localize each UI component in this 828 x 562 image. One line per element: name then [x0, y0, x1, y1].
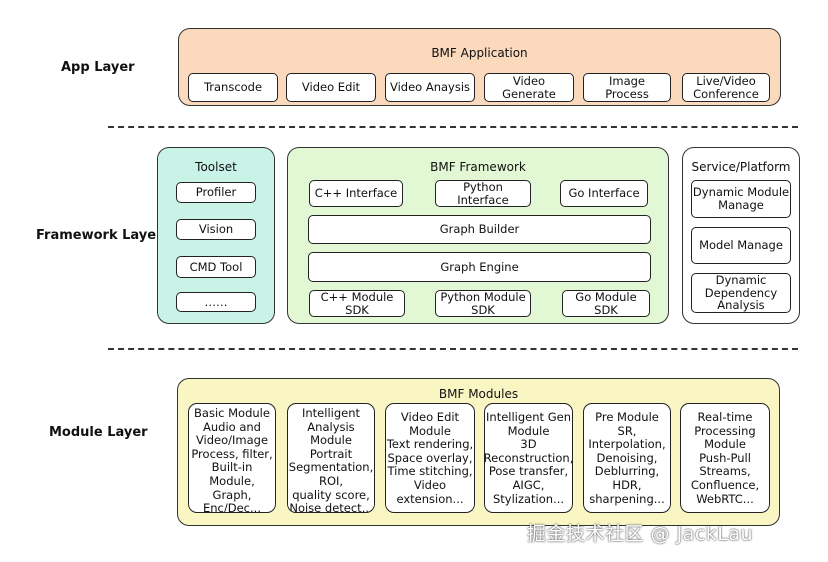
layer-divider-2: [108, 348, 798, 350]
python-interface-box: Python Interface: [435, 180, 531, 207]
module-line: Push-Pull: [699, 450, 751, 465]
app-layer-label: App Layer: [61, 60, 135, 75]
toolset-item-more: ……: [176, 292, 256, 312]
pre-module-card: Pre Module SR, Interpolation, Denoising,…: [583, 403, 671, 513]
module-line: Processing: [694, 423, 756, 438]
module-line: Time stitching,: [387, 464, 473, 479]
module-line: Module: [409, 423, 451, 438]
module-line: Module: [507, 423, 550, 438]
module-line: HDR,: [612, 477, 642, 492]
module-line: Process, filter,: [191, 446, 273, 461]
module-line: Pre Module: [595, 410, 659, 424]
dynamic-dependency-analysis-box: Dynamic Dependency Analysis: [691, 273, 791, 313]
module-line: ROI,: [318, 473, 344, 488]
module-line: Confluence,: [690, 477, 760, 492]
modules-panel-title: BMF Modules: [438, 387, 519, 401]
module-line: Module: [704, 437, 746, 452]
graph-engine-box: Graph Engine: [308, 252, 651, 282]
app-item-live-video-conference: Live/Video Conference: [682, 73, 770, 102]
realtime-processing-module-card: Real-time Processing Module Push-Pull St…: [680, 403, 770, 513]
module-line: SR,: [617, 423, 637, 438]
intelligent-analysis-module-card: Intelligent Analysis Module Portrait Seg…: [287, 403, 375, 513]
model-manage-box: Model Manage: [691, 227, 791, 264]
module-line: Reconstruction,: [484, 450, 573, 465]
module-line: Intelligent: [301, 406, 361, 420]
modules-panel: BMF Modules: [177, 378, 780, 526]
module-line: Interpolation,: [588, 437, 666, 452]
app-item-video-generate: Video Generate: [484, 73, 574, 102]
module-line: Video/Image: [195, 433, 269, 448]
app-item-video-edit: Video Edit: [286, 73, 376, 102]
module-layer-label: Module Layer: [49, 425, 148, 440]
module-line: extension...: [396, 491, 464, 506]
cpp-interface-box: C++ Interface: [309, 180, 403, 207]
go-interface-box: Go Interface: [560, 180, 648, 207]
module-line: Text rendering,: [386, 437, 474, 452]
module-line: Space overlay,: [387, 450, 473, 465]
app-panel-title: BMF Application: [431, 46, 528, 60]
framework-panel-title: BMF Framework: [430, 160, 526, 174]
toolset-item-cmd-tool: CMD Tool: [176, 256, 256, 278]
module-line: Pose transfer,: [488, 464, 569, 479]
app-panel: BMF Application: [178, 28, 781, 106]
module-line: Built-in: [211, 460, 253, 475]
module-line: 3D: [520, 437, 537, 452]
python-module-sdk-box: Python Module SDK: [435, 290, 531, 317]
framework-layer-label: Framework Layer: [36, 228, 163, 243]
module-line: Noise detect...: [289, 501, 373, 513]
app-item-image-process: Image Process: [583, 73, 671, 102]
module-line: Segmentation,: [288, 460, 374, 475]
module-line: Enc/Dec...: [203, 501, 261, 513]
module-line: WebRTC...: [696, 491, 754, 506]
module-line: quality score,: [292, 487, 370, 502]
module-line: Basic Module: [194, 406, 270, 420]
module-line: AIGC,: [512, 477, 545, 492]
module-line: Module,: [209, 473, 255, 488]
module-line: Intelligent Gen: [486, 410, 571, 424]
module-line: Audio and: [203, 419, 261, 434]
service-panel-title: Service/Platform: [691, 160, 791, 174]
module-line: Denoising,: [596, 450, 658, 465]
toolset-item-vision: Vision: [176, 219, 256, 240]
toolset-panel-title: Toolset: [195, 160, 237, 174]
module-line: Deblurring,: [594, 464, 660, 479]
go-module-sdk-box: Go Module SDK: [562, 290, 650, 317]
app-item-transcode: Transcode: [188, 73, 278, 102]
dynamic-module-manage-box: Dynamic Module Manage: [691, 180, 791, 218]
module-line: Streams,: [699, 464, 751, 479]
module-line: Module: [310, 433, 352, 448]
module-line: Video: [413, 477, 447, 492]
module-line: Analysis: [307, 419, 355, 434]
video-edit-module-card: Video Edit Module Text rendering, Space …: [385, 403, 475, 513]
app-item-video-analysis: Video Anaysis: [385, 73, 475, 102]
basic-module-card: Basic Module Audio and Video/Image Proce…: [188, 403, 276, 513]
module-line: Real-time: [697, 410, 753, 424]
intelligent-gen-module-card: Intelligent Gen Module 3D Reconstruction…: [484, 403, 573, 513]
watermark: 掘金技术社区 @ JackLau: [527, 523, 754, 545]
layer-divider-1: [108, 126, 798, 128]
module-line: Video Edit: [400, 410, 460, 424]
module-line: Graph,: [212, 487, 252, 502]
graph-builder-box: Graph Builder: [308, 215, 651, 244]
toolset-item-profiler: Profiler: [176, 182, 256, 203]
module-line: Portrait: [309, 446, 353, 461]
module-line: sharpening...: [589, 491, 665, 506]
module-line: Stylization...: [492, 491, 565, 506]
cpp-module-sdk-box: C++ Module SDK: [309, 290, 405, 317]
